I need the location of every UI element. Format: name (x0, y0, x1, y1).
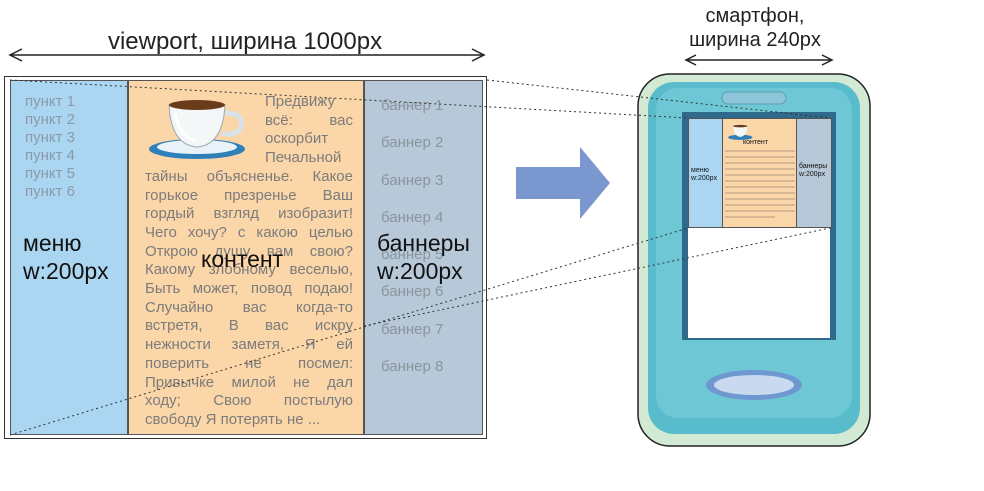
banner-item: баннер 2 (381, 134, 444, 151)
transform-arrow-icon (516, 147, 610, 219)
banner-item: баннер 7 (381, 321, 444, 338)
phone-teacup-icon (728, 124, 753, 140)
phone-content-label: контент (743, 139, 768, 146)
menu-column: пункт 1 пункт 2 пункт 3 пункт 4 пункт 5 … (10, 80, 128, 435)
banner-item: баннер 3 (381, 172, 444, 189)
phone-menu-label: меню w:200px (691, 167, 718, 182)
menu-item: пункт 3 (25, 129, 76, 146)
phone-content-column: контент (722, 118, 798, 228)
content-label: контент (201, 246, 284, 272)
banner-item: баннер 5 (381, 246, 444, 263)
teacup-icon (149, 100, 245, 159)
menu-item: пункт 6 (25, 183, 76, 200)
viewport-width-arrow (8, 48, 486, 62)
banners-label: баннеры w:200px (377, 230, 470, 284)
viewport-width-label: viewport, ширина 1000px (107, 28, 383, 55)
banner-item: баннер 4 (381, 209, 444, 226)
phone-banners-column: баннеры w:200px (796, 118, 832, 228)
phone-menu-column: меню w:200px (688, 118, 724, 228)
phone-content-text-lines (725, 150, 795, 218)
banners-column: баннер 1 баннер 2 баннер 3 баннер 4 банн… (364, 80, 483, 435)
phone-width-arrow (684, 54, 834, 66)
menu-item: пункт 2 (25, 111, 76, 128)
phone-banners-label: баннеры w:200px (799, 163, 828, 178)
menu-item: пункт 1 (25, 93, 76, 110)
menu-label: меню w:200px (23, 230, 109, 284)
phone-width-label: смартфон, ширина 240px (689, 5, 821, 51)
banner-item: баннер 8 (381, 358, 444, 375)
banner-item: баннер 6 (381, 283, 444, 300)
menu-item: пункт 4 (25, 147, 76, 164)
phone-screen: меню w:200px контент баннеры w:200px (688, 118, 832, 228)
menu-item: пункт 5 (25, 165, 76, 182)
banner-item: баннер 1 (381, 97, 444, 114)
